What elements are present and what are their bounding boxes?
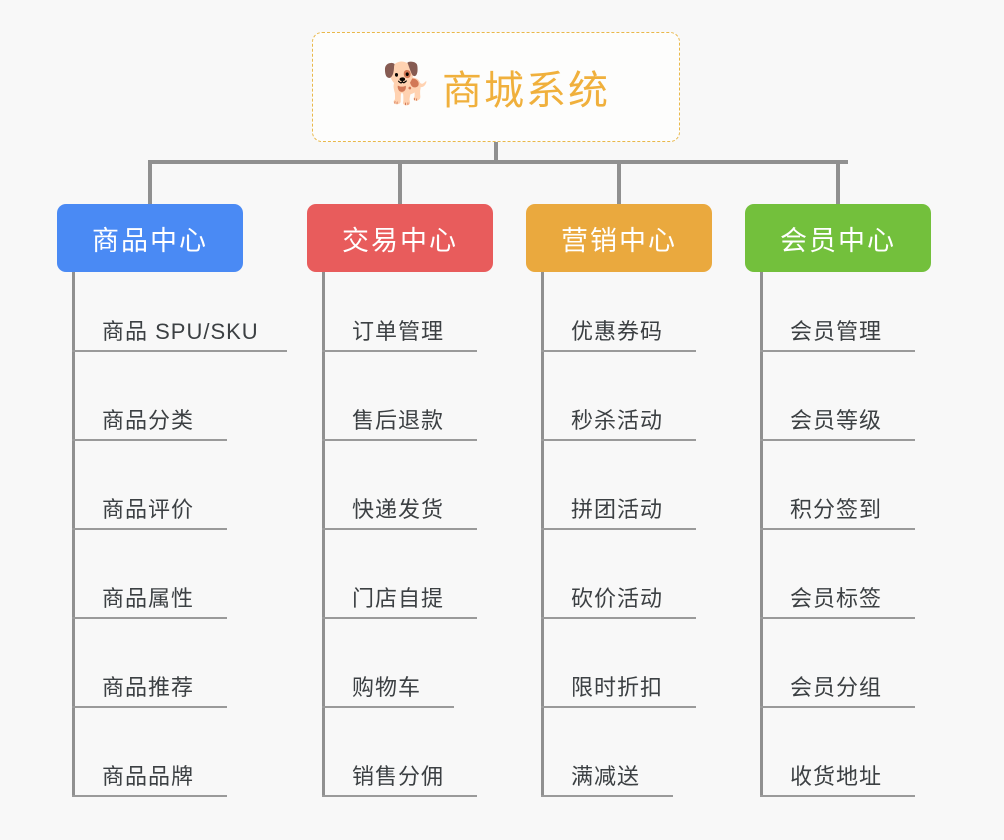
category-label: 交易中心 (342, 225, 458, 256)
root-stem-connector (494, 142, 498, 164)
branch-trunk-4 (760, 272, 763, 797)
leaf-label: 商品 SPU/SKU (102, 319, 259, 344)
branch-drop-connector-4 (836, 160, 840, 204)
leaf-label: 会员管理 (790, 319, 883, 344)
leaf-underline (72, 528, 227, 530)
leaf-label: 购物车 (352, 675, 422, 700)
branch-trunk-3 (541, 272, 544, 797)
category-label: 商品中心 (92, 225, 208, 256)
leaf-label: 拼团活动 (571, 497, 664, 522)
leaf-underline (541, 350, 696, 352)
leaf-underline (760, 706, 915, 708)
leaf-label: 商品分类 (102, 408, 195, 433)
leaf-underline (760, 350, 915, 352)
leaf-label: 收货地址 (790, 764, 883, 789)
leaf-underline (541, 439, 696, 441)
leaf-label: 商品推荐 (102, 675, 195, 700)
category-box-4[interactable]: 会员中心 (745, 204, 931, 272)
leaf-underline (541, 528, 696, 530)
category-box-3[interactable]: 营销中心 (526, 204, 712, 272)
leaf-underline (541, 795, 673, 797)
branch-drop-connector-3 (617, 160, 621, 204)
leaf-label: 优惠券码 (571, 319, 664, 344)
leaf-label: 商品品牌 (102, 764, 195, 789)
category-label: 营销中心 (561, 225, 677, 256)
leaf-label: 满减送 (571, 764, 641, 789)
root-node[interactable]: 🐕 商城系统 (312, 32, 680, 142)
branch-drop-connector-1 (148, 160, 152, 204)
leaf-underline (72, 795, 227, 797)
leaf-label: 门店自提 (352, 586, 445, 611)
leaf-underline (541, 706, 696, 708)
leaf-underline (322, 439, 477, 441)
leaf-label: 会员等级 (790, 408, 883, 433)
leaf-underline (322, 706, 454, 708)
leaf-underline (541, 617, 696, 619)
leaf-underline (322, 617, 477, 619)
leaf-label: 限时折扣 (571, 675, 664, 700)
leaf-label: 订单管理 (352, 319, 445, 344)
leaf-underline (72, 350, 287, 352)
leaf-label: 快递发货 (352, 497, 445, 522)
leaf-underline (760, 617, 915, 619)
leaf-label: 商品属性 (102, 586, 195, 611)
branch-trunk-2 (322, 272, 325, 797)
branch-bus-connector (148, 160, 848, 164)
category-label: 会员中心 (780, 225, 896, 256)
leaf-label: 会员分组 (790, 675, 883, 700)
leaf-label: 秒杀活动 (571, 408, 664, 433)
leaf-underline (72, 706, 227, 708)
leaf-underline (322, 795, 477, 797)
leaf-underline (322, 350, 477, 352)
leaf-label: 商品评价 (102, 497, 195, 522)
leaf-underline (72, 617, 227, 619)
leaf-label: 积分签到 (790, 497, 883, 522)
leaf-underline (760, 528, 915, 530)
leaf-underline (322, 528, 477, 530)
category-box-2[interactable]: 交易中心 (307, 204, 493, 272)
leaf-underline (760, 439, 915, 441)
leaf-label: 销售分佣 (352, 764, 445, 789)
dog-face-icon: 🐕 (382, 62, 432, 106)
category-box-1[interactable]: 商品中心 (57, 204, 243, 272)
leaf-label: 砍价活动 (571, 586, 664, 611)
leaf-underline (760, 795, 915, 797)
leaf-underline (72, 439, 227, 441)
leaf-label: 会员标签 (790, 586, 883, 611)
leaf-label: 售后退款 (352, 408, 445, 433)
branch-trunk-1 (72, 272, 75, 797)
branch-drop-connector-2 (398, 160, 402, 204)
root-title: 商城系统 (442, 69, 610, 113)
